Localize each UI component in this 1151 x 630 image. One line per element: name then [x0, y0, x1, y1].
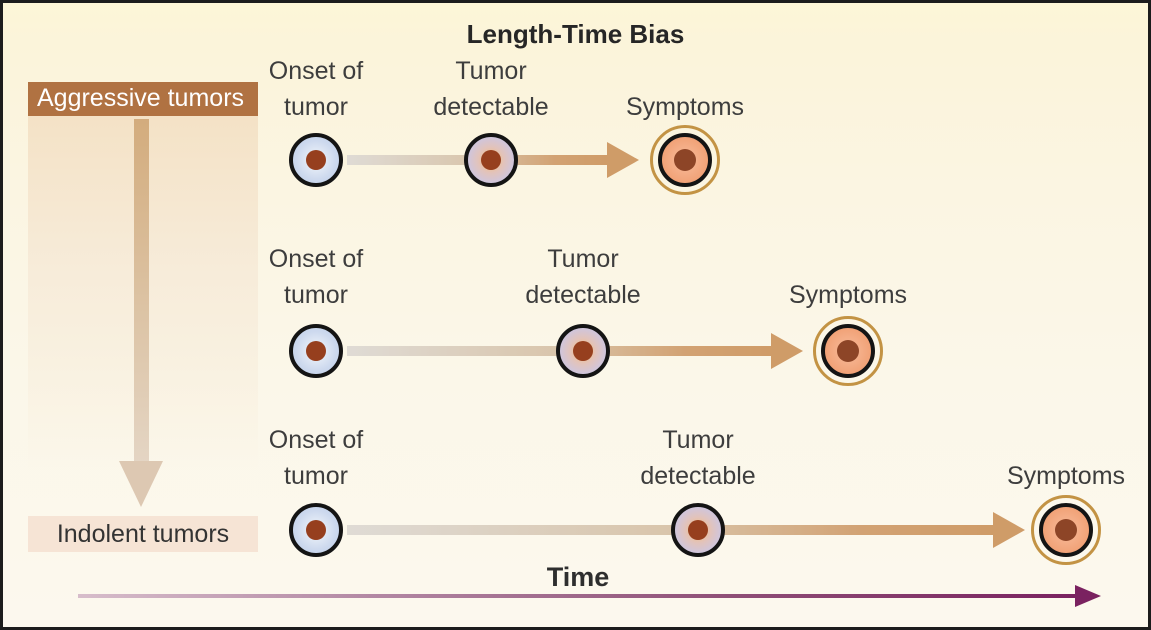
- nucleus-icon: [306, 150, 326, 170]
- blue-cell-icon: [289, 133, 343, 187]
- symptoms-ring-icon: [1031, 495, 1101, 565]
- nucleus-icon: [837, 340, 859, 362]
- right-arrow-head-icon: [993, 512, 1025, 548]
- nucleus-icon: [1055, 519, 1077, 541]
- nucleus-icon: [481, 150, 501, 170]
- orange-cell-icon: [658, 133, 712, 187]
- time-axis-arrow-icon: [78, 594, 1078, 598]
- row3-symptoms-label: Symptoms: [1006, 462, 1126, 490]
- lavender-cell-icon: [464, 133, 518, 187]
- down-arrow-icon: [134, 119, 149, 463]
- row1-symptoms-label: Symptoms: [625, 93, 745, 121]
- right-arrow-head-icon: [607, 142, 639, 178]
- right-arrow-head-icon: [771, 333, 803, 369]
- indolent-tumors-label: Indolent tumors: [28, 516, 258, 552]
- nucleus-icon: [688, 520, 708, 540]
- lavender-cell-icon: [556, 324, 610, 378]
- aggressive-tumors-label: Aggressive tumors: [28, 82, 258, 116]
- blue-cell-icon: [289, 324, 343, 378]
- lavender-cell-icon: [671, 503, 725, 557]
- orange-cell-icon: [821, 324, 875, 378]
- right-arrow-icon: [347, 525, 993, 535]
- row3-detectable-label: Tumor detectable: [640, 426, 756, 490]
- page-title: Length-Time Bias: [466, 19, 685, 49]
- row3-onset-label: Onset of tumor: [268, 426, 364, 490]
- symptoms-ring-icon: [813, 316, 883, 386]
- orange-cell-icon: [1039, 503, 1093, 557]
- time-axis-label: Time: [546, 562, 610, 592]
- nucleus-icon: [306, 520, 326, 540]
- row2-onset-label: Onset of tumor: [268, 245, 364, 309]
- row1-onset-label: Onset of tumor: [268, 57, 364, 121]
- time-axis-arrow-head-icon: [1075, 585, 1101, 607]
- nucleus-icon: [674, 149, 696, 171]
- nucleus-icon: [573, 341, 593, 361]
- nucleus-icon: [306, 341, 326, 361]
- row2-symptoms-label: Symptoms: [788, 281, 908, 309]
- row2-detectable-label: Tumor detectable: [525, 245, 641, 309]
- symptoms-ring-icon: [650, 125, 720, 195]
- down-arrow-head-icon: [119, 461, 163, 507]
- blue-cell-icon: [289, 503, 343, 557]
- row1-detectable-label: Tumor detectable: [433, 57, 549, 121]
